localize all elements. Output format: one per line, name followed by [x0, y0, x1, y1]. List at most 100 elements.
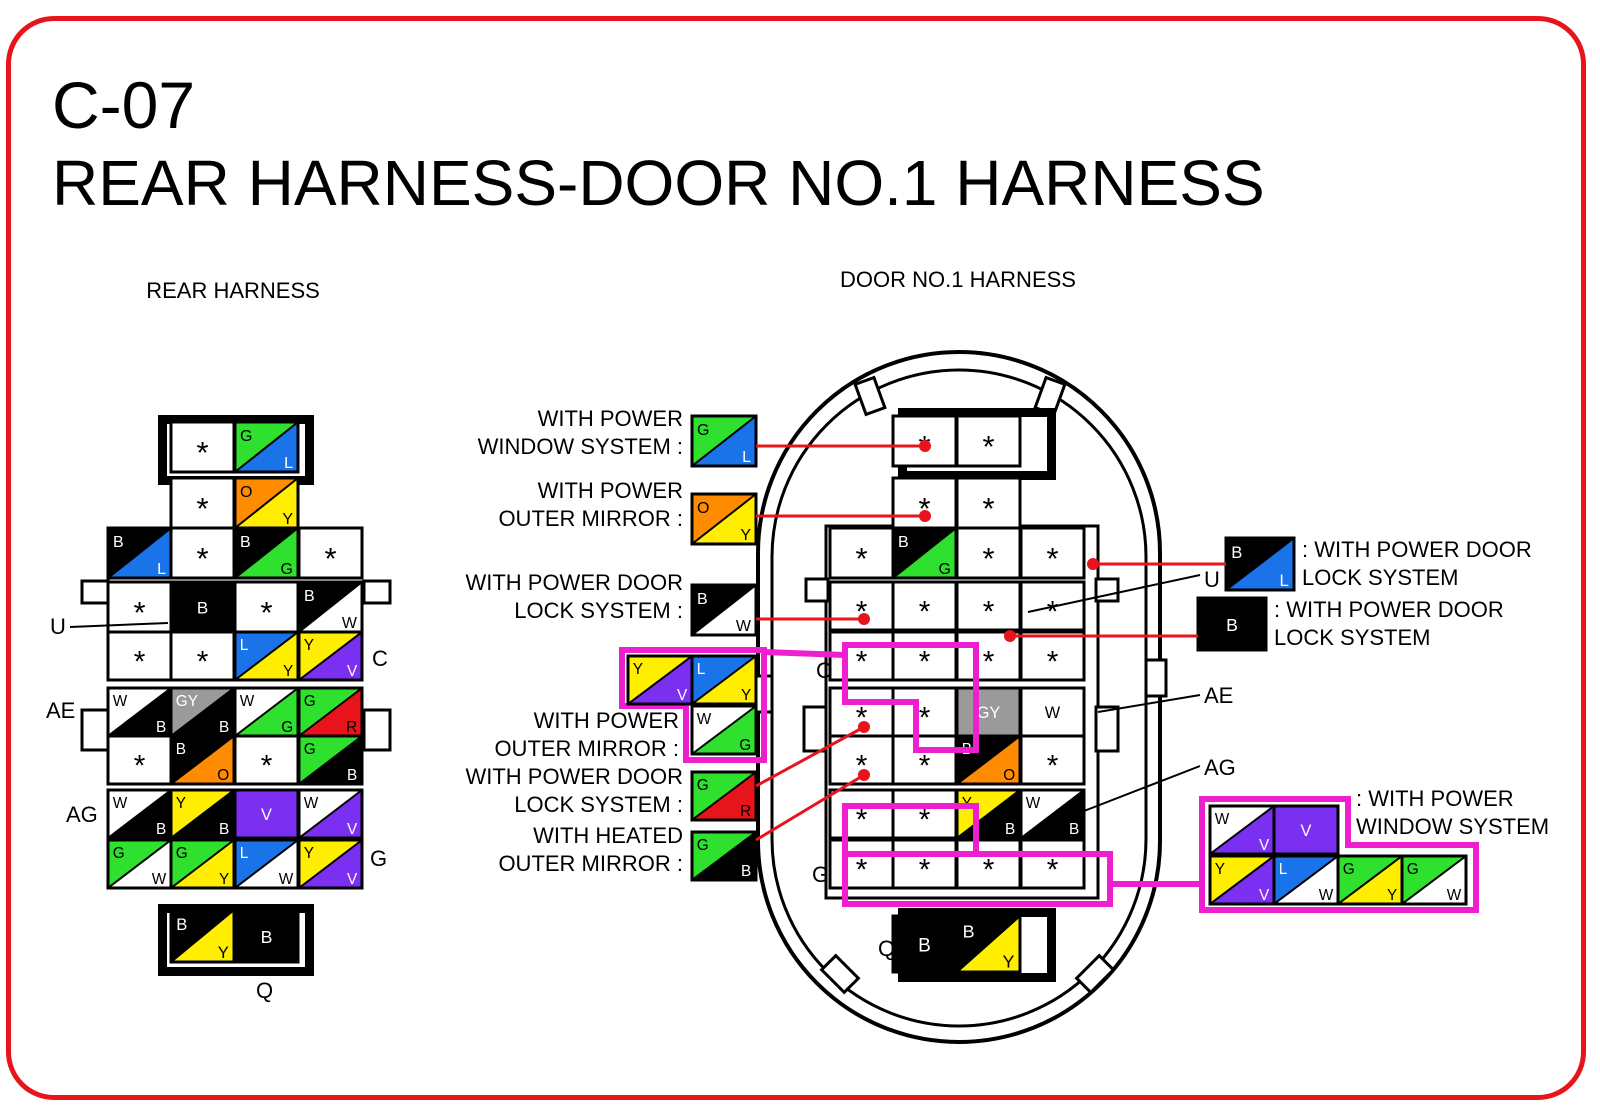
pin-unused-mark: * [982, 491, 994, 526]
wire-split-line [691, 771, 757, 821]
pin-cell-box [169, 526, 236, 580]
opt-pdl1-text-line-1: WITH POWER DOOR [465, 570, 683, 595]
wire-stripe-code: V [1259, 837, 1270, 854]
rear-pin-cell: BY [169, 908, 236, 964]
rear-pin-cell: B [169, 580, 236, 634]
wire-stripe-code: Y [218, 943, 229, 962]
pin-cell-box [828, 630, 895, 682]
wire-color-code: V [1301, 822, 1312, 840]
rear-pin-cell: GY B [169, 686, 236, 738]
door-pin-cell: * [1019, 734, 1086, 786]
wire-main-code: GY [176, 693, 198, 710]
wire-stripe-code: B [219, 719, 229, 736]
wire-split-line [892, 527, 957, 579]
opt-pom2-wire-swatch-3: WG [690, 704, 758, 756]
wire-split-line [691, 831, 757, 881]
pin-unused-mark: * [1047, 595, 1059, 628]
pin-cell-box [169, 420, 236, 474]
wire-stripe-code: O [1003, 767, 1015, 784]
wire-main-code: W [1026, 795, 1041, 812]
rear-harness-connector: *GL*OYBL*BG**B*BW**LYYVWBGYBWGGR*BO*GBWB… [46, 420, 388, 1003]
door-harness-label: DOOR NO.1 HARNESS [840, 267, 1076, 292]
opt-pdl3-line-2: LOCK SYSTEM [1302, 565, 1458, 590]
pin-unused-mark: * [855, 541, 867, 576]
rear-label-q: Q [256, 978, 273, 1003]
wire-main-code: B [176, 741, 186, 758]
rear-pin-cell: LY [233, 630, 300, 682]
wire-stripe-code: L [1280, 571, 1289, 590]
door-pw-highlight-top [842, 803, 979, 854]
wire-main-code: W [697, 711, 712, 728]
wire-main-code: B [113, 534, 124, 551]
door-pin-cell: * [1019, 630, 1086, 682]
rear-pin-cell: BG [233, 526, 300, 580]
wire-color-code: B [197, 599, 208, 618]
wire-stripe-code: Y [219, 871, 229, 888]
wire-stripe-code: W [736, 618, 752, 635]
pin-cell-box [297, 788, 364, 840]
door-label-q: Q [878, 936, 895, 961]
wire-split-line [107, 839, 172, 889]
wire-stripe-code: B [156, 821, 166, 838]
pin-cell-box [297, 526, 364, 580]
wire-split-line [298, 839, 363, 889]
opt-pw2-highlight [1199, 796, 1479, 913]
wire-stripe-code: Y [740, 527, 751, 544]
pin-cell-box [1400, 854, 1468, 906]
pin-cell-box [690, 414, 758, 468]
pin-cell-box [1272, 804, 1340, 856]
rear-pin-cell: BO [169, 734, 236, 786]
opt-pw2-wire-swatch: GY [1336, 854, 1404, 906]
opt-pdl3-wire-swatch: BL [1224, 536, 1296, 592]
wire-main-code: W [113, 693, 128, 710]
pin-unused-mark: * [919, 701, 931, 734]
wire-main-code: G [240, 428, 252, 445]
opt-pw2-wire-swatch: WV [1208, 804, 1276, 856]
pin-cell-box [106, 630, 173, 682]
rear-label-ae: AE [46, 698, 75, 723]
opt-pdl2-text-line-2: LOCK SYSTEM : [514, 792, 683, 817]
wire-stripe-code: V [347, 871, 358, 888]
rear-pin-cell: GY [169, 838, 236, 890]
wire-split-line [956, 915, 1021, 973]
rear-label-u: U [50, 614, 66, 639]
rear-pin-cell: * [233, 580, 300, 634]
door-pin-cell: * [1019, 526, 1086, 580]
wire-main-code: Y [176, 795, 186, 812]
rear-pin-cell: V [233, 788, 300, 840]
wire-main-code: Y [1215, 861, 1225, 878]
wire-main-code: W [304, 795, 319, 812]
pin-cell-box [1019, 788, 1086, 840]
pin-cell-box [690, 492, 758, 546]
door-pin-cell: GY [955, 686, 1022, 738]
door-pin-cell: WB [1019, 788, 1086, 840]
pin-unused-mark: * [856, 645, 868, 678]
pin-cell-box [690, 654, 758, 706]
opt-pw1-text-line-1: WITH POWER [538, 406, 683, 431]
rear-pin-cell: * [169, 420, 236, 474]
opt-hom-leader [755, 773, 865, 842]
wire-split-line [298, 581, 363, 633]
wire-main-code: Y [304, 845, 314, 862]
wire-main-code: B [304, 588, 315, 605]
wire-main-code: B [1231, 543, 1242, 562]
pin-unused-mark: * [134, 749, 146, 782]
door-pin-cell: * [955, 476, 1022, 530]
pin-cell-box [955, 914, 1022, 974]
pin-cell-box [955, 838, 1022, 890]
opt-pw2-wire-swatch: LW [1272, 854, 1340, 906]
wire-main-code: O [240, 484, 252, 501]
wire-split-line [298, 735, 363, 785]
pin-unused-mark: * [1047, 749, 1059, 782]
door-pin-cell: * [828, 526, 895, 580]
opt-pom1-text-line-1: WITH POWER [538, 478, 683, 503]
wire-main-code: G [1343, 861, 1355, 878]
wire-split-line [1020, 789, 1085, 839]
rear-pin-cell: GB [297, 734, 364, 786]
opt-pw2-wire-swatch: V [1272, 804, 1340, 856]
pin-cell-box [891, 914, 958, 974]
pin-unused-mark: * [261, 749, 273, 782]
opt-pdl4-leader-dot [1004, 630, 1016, 642]
pin-cell-box [1019, 630, 1086, 682]
